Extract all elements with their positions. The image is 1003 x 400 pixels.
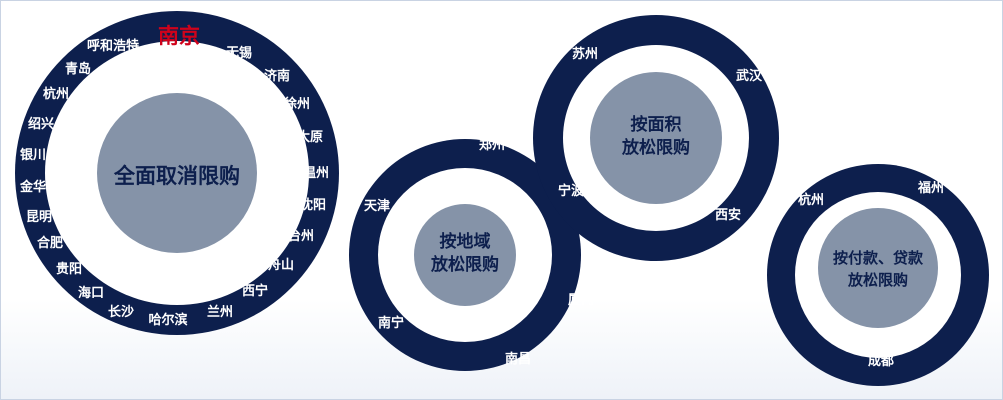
city-label: 天津 xyxy=(364,198,390,214)
city-label: 杭州 xyxy=(798,192,824,208)
by-region-label-line1: 按地域 xyxy=(440,231,491,252)
city-label: 无锡 xyxy=(225,45,252,61)
city-label: 太原 xyxy=(296,129,323,145)
city-label: 海口 xyxy=(78,285,104,301)
city-label: 福州 xyxy=(917,180,944,196)
city-label: 兰州 xyxy=(207,304,233,320)
full-cancel-group: 全面取消限购 南京 呼和浩特 无锡 济南 徐州 太原 温州 沈阳 台州 舟山 西… xyxy=(15,11,339,335)
city-label: 郑州 xyxy=(479,137,505,153)
city-label: 长沙 xyxy=(108,304,134,320)
city-label: 苏州 xyxy=(572,46,598,62)
city-label: 杭州 xyxy=(43,86,69,102)
city-label: 青岛 xyxy=(65,61,91,77)
city-label: 南昌 xyxy=(505,351,531,367)
city-label: 温州 xyxy=(303,166,329,181)
city-label: 武汉 xyxy=(736,68,763,84)
by-payment-core xyxy=(818,208,938,328)
city-label: 银川 xyxy=(20,147,46,163)
by-region-group: 按地域 放松限购 xyxy=(349,139,581,371)
by-payment-group: 按付款、贷款 放松限购 杭州 福州 成都 xyxy=(767,164,989,386)
by-payment-label-line1: 按付款、贷款 xyxy=(833,249,924,267)
city-label: 西宁 xyxy=(242,283,268,299)
city-label: 徐州 xyxy=(283,96,310,112)
city-nanjing-highlight: 南京 xyxy=(158,24,200,48)
city-label: 舟山 xyxy=(268,257,294,273)
city-label: 成都 xyxy=(868,353,894,369)
city-label: 南宁 xyxy=(378,315,404,331)
city-label: 济南 xyxy=(264,68,290,84)
by-region-label-line2: 放松限购 xyxy=(430,254,499,275)
city-label: 沈阳 xyxy=(300,197,326,213)
full-cancel-label: 全面取消限购 xyxy=(113,164,240,188)
city-label: 呼和浩特 xyxy=(87,38,139,54)
city-label: 台州 xyxy=(288,228,314,244)
city-label: 绍兴 xyxy=(28,116,54,132)
city-label: 宁波 xyxy=(558,183,585,199)
by-region-cities: 郑州 宁波 天津 厦门 南宁 南昌 xyxy=(364,137,594,367)
city-label: 金华 xyxy=(19,179,46,195)
full-cancel-core xyxy=(97,93,257,253)
by-area-label-line1: 按面积 xyxy=(631,114,682,135)
by-payment-label-line2: 放松限购 xyxy=(847,271,908,289)
by-region-core xyxy=(414,204,516,306)
city-label: 昆明 xyxy=(26,209,52,225)
by-area-core xyxy=(590,72,722,204)
city-label: 哈尔滨 xyxy=(148,312,187,328)
city-label: 厦门 xyxy=(568,292,594,308)
city-label: 合肥 xyxy=(37,235,63,251)
by-area-group: 按面积 放松限购 苏州 武汉 西安 xyxy=(533,15,779,261)
city-label: 贵阳 xyxy=(56,261,82,277)
city-label: 西安 xyxy=(715,207,741,223)
by-area-label-line2: 放松限购 xyxy=(621,137,690,158)
